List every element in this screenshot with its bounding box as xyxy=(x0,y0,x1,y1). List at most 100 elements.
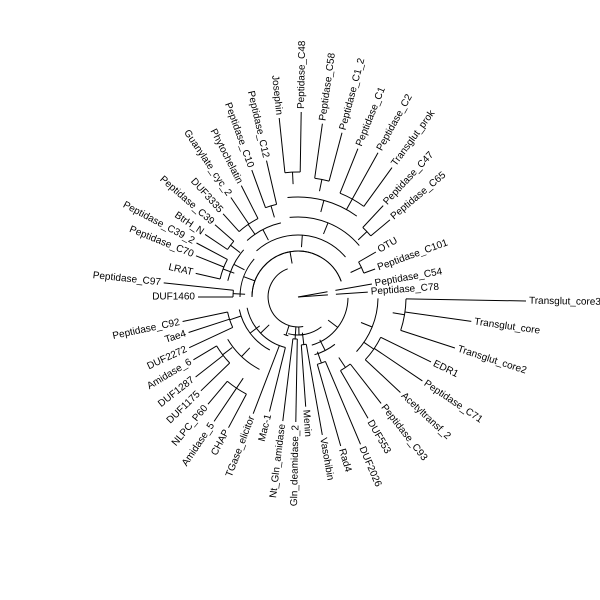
leaf-branch xyxy=(266,160,278,205)
leaf-branch xyxy=(252,345,280,414)
leaf-branch xyxy=(196,242,228,260)
leaf-label: Peptidase_C58 xyxy=(317,52,337,122)
clade-stem xyxy=(243,276,256,282)
clade-stem xyxy=(222,347,233,356)
leaf-branch xyxy=(295,338,298,423)
leaf-branch xyxy=(400,329,456,349)
leaf-branch xyxy=(305,344,323,435)
leaf-label: LRAT xyxy=(167,262,194,278)
leaf-branch xyxy=(362,205,384,228)
leaf-branch xyxy=(370,219,391,237)
clade-stem xyxy=(320,200,325,213)
leaf-branch xyxy=(339,148,359,194)
clade-stem xyxy=(233,293,246,295)
leaf-branch xyxy=(214,224,235,242)
clade-stem xyxy=(241,347,251,357)
leaf-branch xyxy=(314,123,323,179)
leaf-branch xyxy=(200,362,231,392)
clade-arc xyxy=(400,298,407,331)
leaf-branch xyxy=(204,233,228,250)
clade-stem xyxy=(289,251,293,264)
leaf-branch xyxy=(278,117,286,173)
clade-stem xyxy=(230,244,241,253)
leaf-label: EDR1 xyxy=(431,358,460,380)
clade-stem xyxy=(285,325,290,336)
clade-stem xyxy=(249,325,261,334)
clade-stem xyxy=(323,222,329,235)
leaf-branch xyxy=(251,169,266,208)
clade-stem xyxy=(357,231,368,241)
leaf-label: Mac-1 xyxy=(257,413,275,443)
leaf-label: Tae4 xyxy=(164,328,188,345)
leaf-branch xyxy=(324,361,361,445)
clade-stem xyxy=(392,312,405,316)
leaf-branch xyxy=(374,347,423,382)
clade-stem xyxy=(222,268,235,274)
leaf-branch xyxy=(340,370,369,419)
clade-arc xyxy=(238,218,259,232)
leaf-label: Peptidase_C78 xyxy=(370,282,439,298)
leaf-label: Transglut_core2 xyxy=(456,344,528,377)
leaf-label: Josephin xyxy=(269,75,284,116)
leaf-branch xyxy=(300,344,307,407)
leaf-branch xyxy=(163,282,234,291)
clade-stem xyxy=(360,322,373,328)
leaf-branch xyxy=(335,283,372,291)
root-branch xyxy=(297,294,328,298)
leaf-label: Rad4 xyxy=(336,447,353,473)
clade-stem xyxy=(292,172,294,185)
leaf-branch xyxy=(363,167,393,207)
leaf-label: DUF2026 xyxy=(357,445,384,489)
clade-stem xyxy=(236,377,244,389)
clade-stem xyxy=(262,229,269,241)
leaf-branch xyxy=(328,132,343,182)
clade-arc xyxy=(364,337,382,361)
leaf-label: Nt_Gln_amidase xyxy=(268,423,288,499)
clade-arc xyxy=(301,343,307,346)
leaf-label: Transglut_core3 xyxy=(529,296,600,308)
leaf-branch xyxy=(351,152,379,200)
leaf-branch xyxy=(404,311,472,322)
leaf-branch xyxy=(363,268,376,274)
leaf-branch xyxy=(358,251,377,263)
leaf-branch xyxy=(282,338,294,422)
leaf-branch xyxy=(299,111,302,173)
leaf-branch xyxy=(193,345,217,361)
clade-stem xyxy=(301,235,303,248)
clade-stem xyxy=(338,357,346,368)
root-branch xyxy=(297,291,328,298)
clade-arc xyxy=(283,333,289,337)
leaf-branch xyxy=(207,380,228,405)
leaf-branch xyxy=(195,255,224,268)
leaf-branch xyxy=(316,364,342,447)
clade-arc xyxy=(251,250,342,298)
clade-arc xyxy=(265,203,277,209)
leaf-branch xyxy=(349,363,382,404)
leaf-branch xyxy=(240,185,259,219)
leaf-branch xyxy=(269,347,286,412)
root-arc xyxy=(288,326,322,336)
leaf-branch xyxy=(195,355,224,378)
leaf-label: Peptidase_C97 xyxy=(92,270,162,288)
clade-arc xyxy=(227,240,235,250)
clade-stem xyxy=(346,198,353,210)
leaf-label: TGase_elicitor xyxy=(224,414,258,479)
clade-arc xyxy=(219,259,228,280)
clade-stem xyxy=(260,324,270,334)
leaf-branch xyxy=(364,359,401,393)
leaf-branch xyxy=(213,387,237,422)
leaf-branch xyxy=(228,393,247,428)
leaf-label: DUF1460 xyxy=(152,292,195,303)
leaf-label: Menin xyxy=(300,409,313,437)
leaf-branch xyxy=(335,291,368,295)
leaf-labels: Transglut_core3Transglut_coreTransglut_c… xyxy=(92,40,600,506)
clade-stem xyxy=(294,326,297,339)
clade-arc xyxy=(256,234,346,258)
clade-stem xyxy=(247,224,256,235)
tree-branches xyxy=(163,111,527,447)
leaf-branch xyxy=(230,197,250,225)
clade-arc xyxy=(362,227,372,237)
clade-stem xyxy=(363,341,375,350)
